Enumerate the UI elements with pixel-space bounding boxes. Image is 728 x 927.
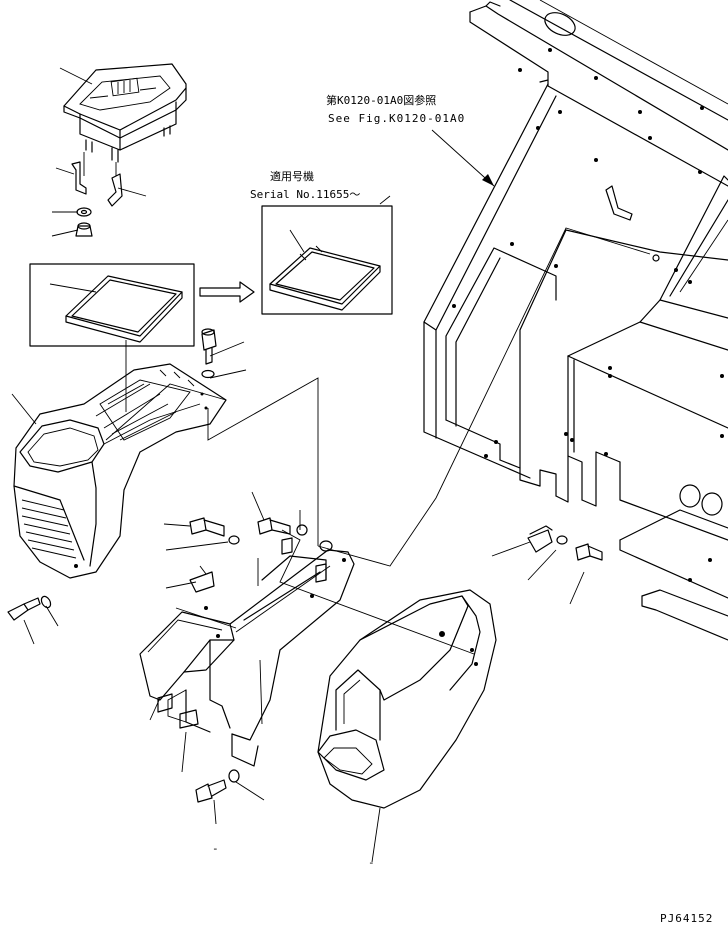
index-mark-2: - [368,856,375,869]
index-mark-1: - [212,842,219,855]
gasket-box-left [29,263,195,347]
frame-hardware [527,525,603,561]
leader-lines [11,67,651,863]
monitor-panel [63,63,187,237]
reference-note-english: See Fig.K0120-01A0 [328,112,465,125]
reference-arrowhead [482,174,494,186]
left-console-cover [13,363,227,579]
right-console-cover [317,589,497,809]
bolt-cluster-middle [189,517,333,583]
serial-note-japanese: 適用号機 [270,169,314,183]
drawing-number: PJ64152 [660,912,713,925]
reference-note-japanese: 第K0120-01A0図参照 [326,93,436,107]
serial-note-english: Serial No.11655～ [250,188,360,201]
main-frame [423,0,728,641]
console-bracket [139,549,355,767]
arrow-right [199,281,255,303]
bottom-bolt-washer [195,769,240,803]
socket-bolt-lower-left [7,595,52,621]
gasket-box-right [261,205,393,315]
socket-bolt-upper [201,328,217,379]
